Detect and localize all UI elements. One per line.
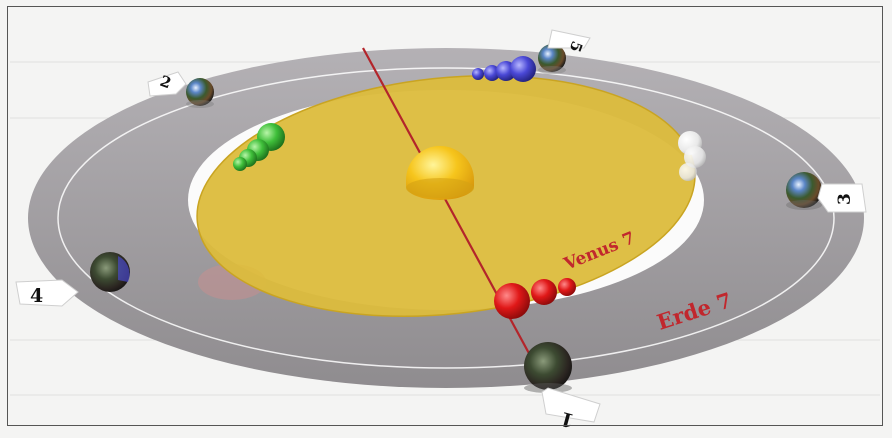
venus-red-cluster (494, 278, 576, 319)
marker-2: 2 (147, 71, 187, 97)
earth-icon (90, 252, 130, 292)
marker-4-label: 4 (30, 285, 43, 307)
marker-3-label: 3 (835, 193, 855, 205)
earth-icon (786, 172, 822, 210)
venus-green-cluster (233, 123, 285, 171)
marker-4: 4 (15, 279, 79, 307)
axis-line (362, 47, 551, 393)
venus-white-cluster (678, 131, 706, 181)
blue-cluster (472, 56, 536, 82)
earth-icon (524, 342, 572, 393)
sun-icon (406, 146, 474, 200)
earth-icon (186, 78, 214, 108)
marker-3: 3 (817, 183, 867, 213)
earth-icon (538, 44, 566, 74)
